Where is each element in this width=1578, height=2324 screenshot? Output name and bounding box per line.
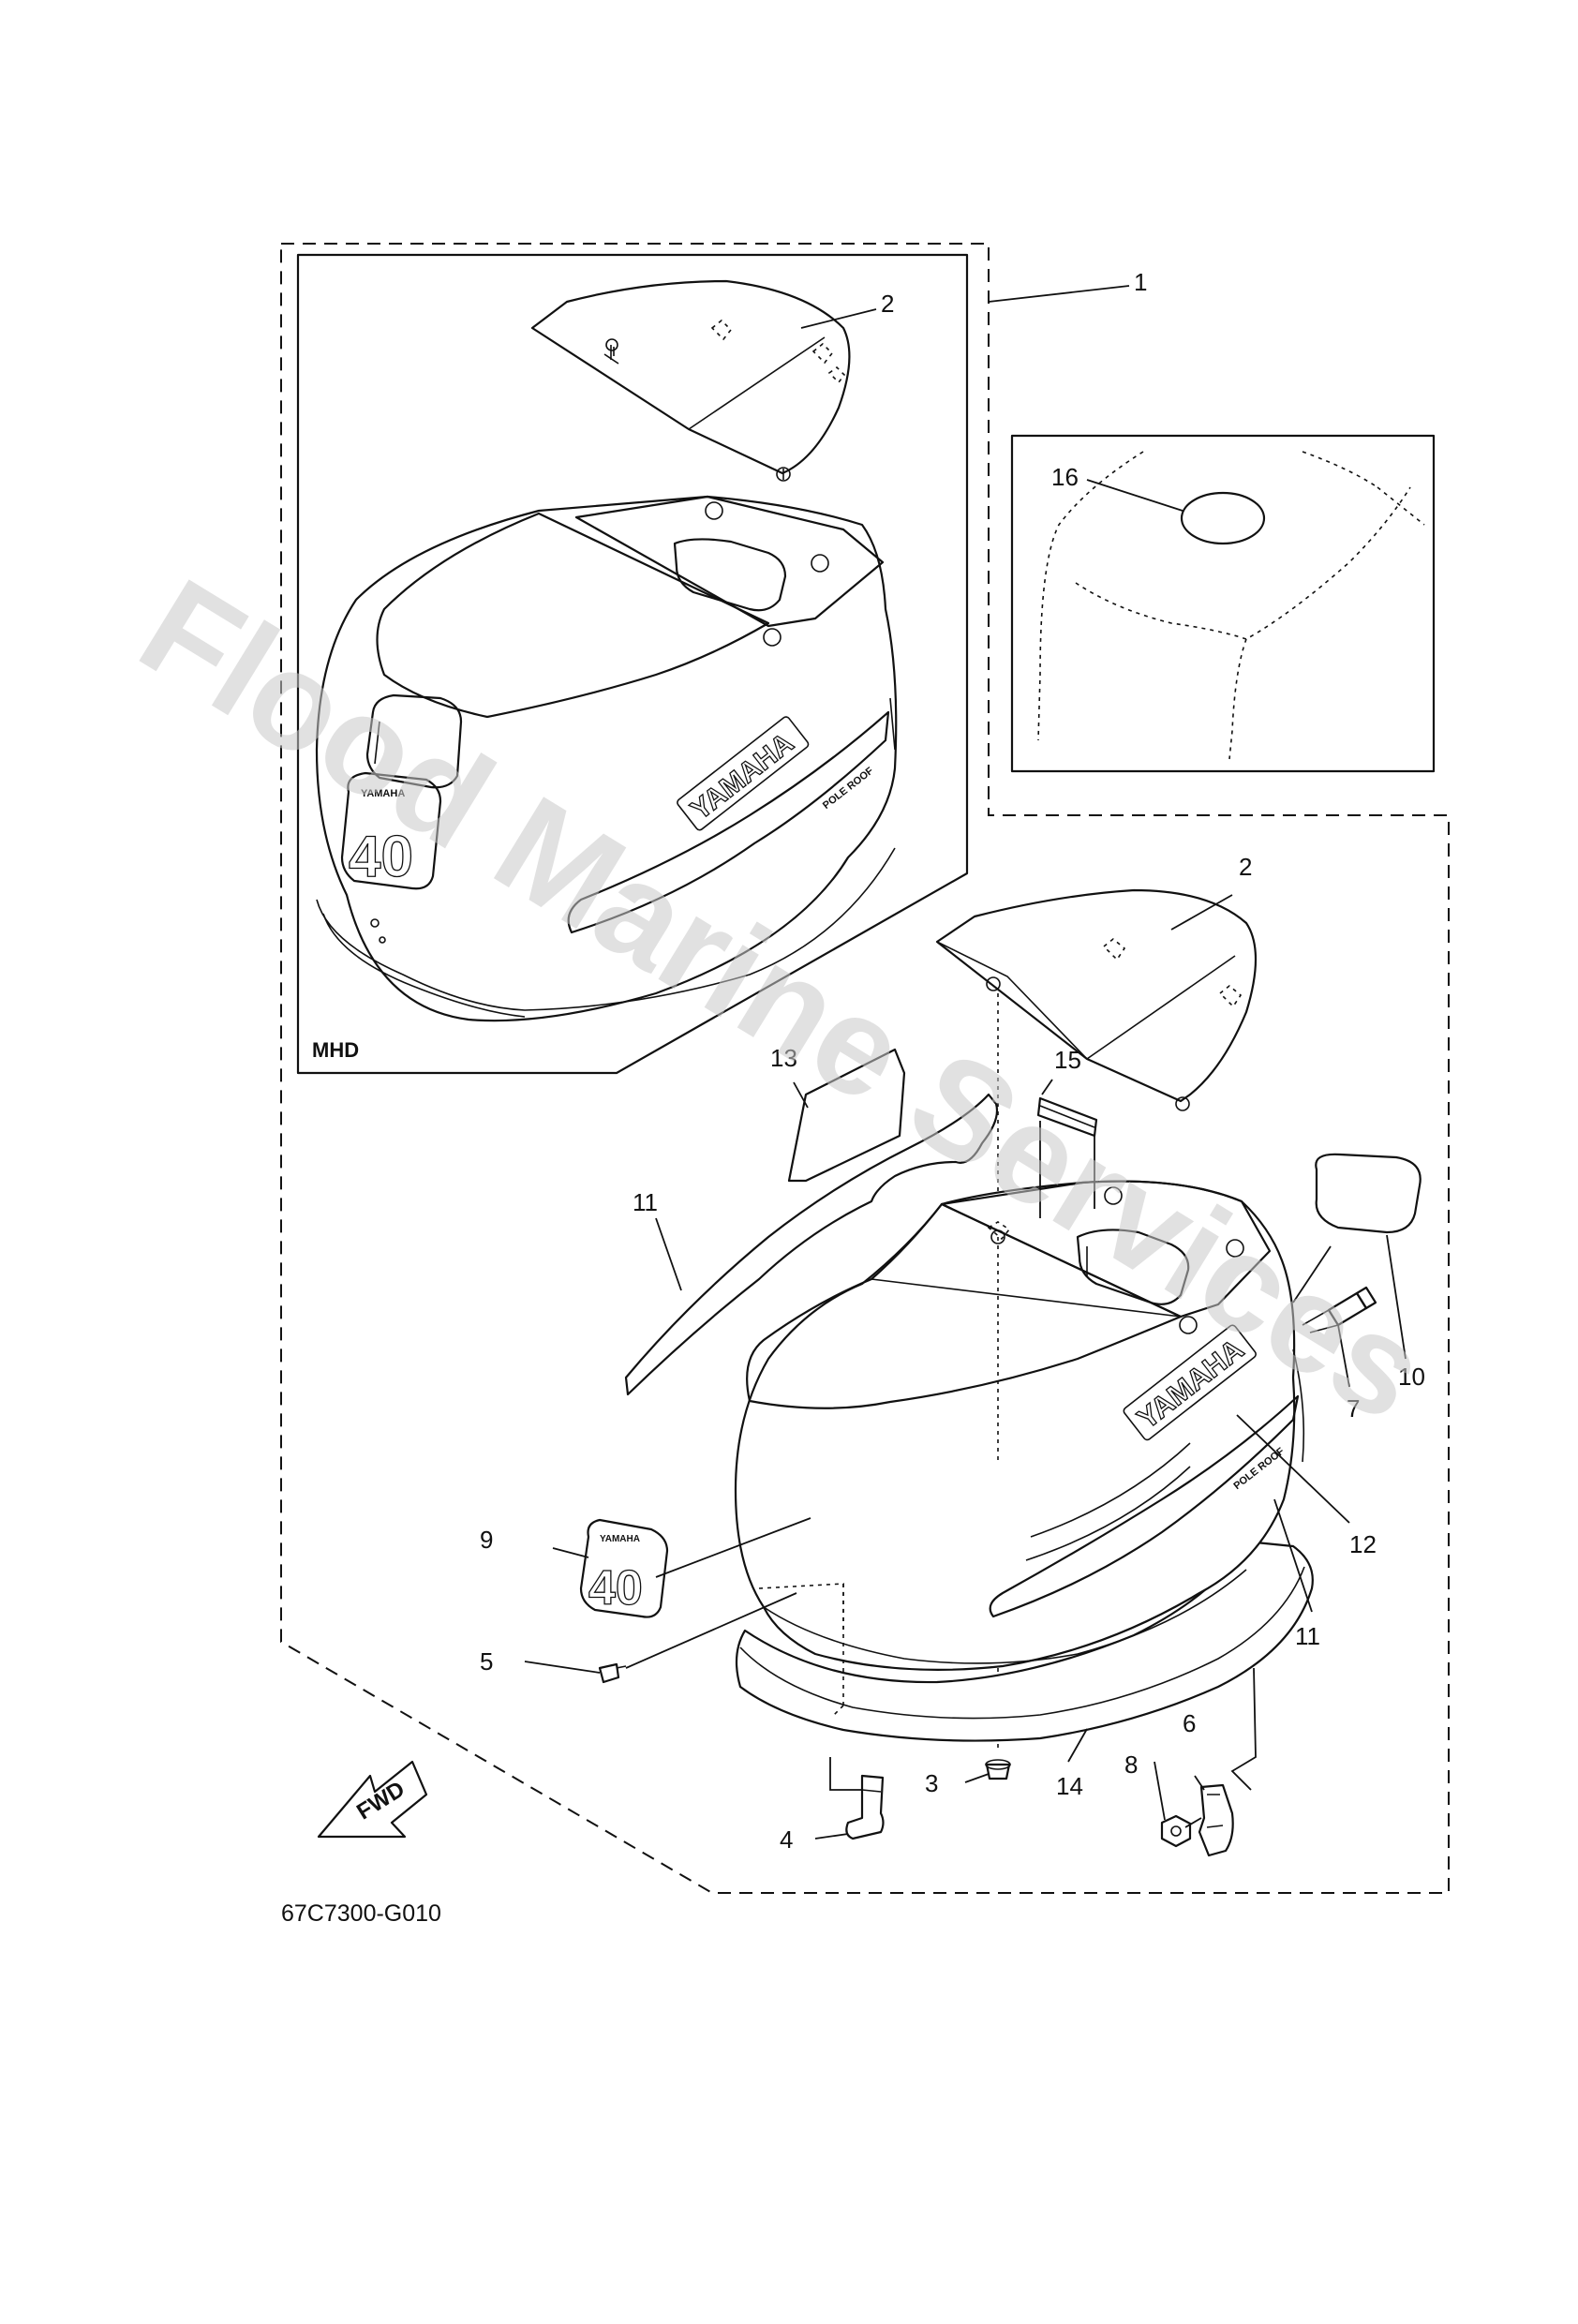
callout-1: 1 — [1134, 268, 1147, 296]
mhd-label: MHD — [312, 1038, 359, 1062]
callout-10: 10 — [1398, 1363, 1425, 1391]
callout-8: 8 — [1124, 1750, 1138, 1779]
part-6-bracket — [1198, 1783, 1234, 1857]
diagram-code: 67C7300-G010 — [281, 1900, 441, 1927]
svg-text:40: 40 — [588, 1561, 643, 1616]
inset-40-badge: 40 YAMAHA — [340, 771, 442, 890]
part-9-badge: 40 YAMAHA — [579, 1518, 669, 1618]
callout-11-lower: 11 — [1295, 1622, 1320, 1650]
callout-2-main: 2 — [1239, 853, 1252, 881]
callout-9: 9 — [480, 1526, 493, 1554]
mhd-inset: MHD — [296, 253, 969, 1075]
callout-13: 13 — [770, 1044, 797, 1072]
assembly-boundary — [280, 243, 1450, 1894]
svg-text:YAMAHA: YAMAHA — [600, 1534, 640, 1544]
svg-text:40: 40 — [349, 825, 413, 889]
inset-top-cowling: YAMAHA POLE ROOF 40 YAMAHA — [315, 495, 898, 1022]
part-4-bracket — [845, 1774, 885, 1840]
callout-6: 6 — [1183, 1709, 1196, 1737]
callout-12: 12 — [1349, 1530, 1377, 1558]
callout-4: 4 — [780, 1825, 793, 1854]
part-3-grommet — [985, 1759, 1011, 1780]
callout-14: 14 — [1056, 1772, 1083, 1800]
leader-lines — [524, 285, 1407, 1840]
callout-16: 16 — [1051, 463, 1079, 491]
main-vent-cover — [935, 888, 1258, 1111]
part-7-bolt — [1302, 1286, 1377, 1333]
callout-7: 7 — [1347, 1394, 1360, 1423]
callout-15: 15 — [1054, 1046, 1081, 1074]
fwd-arrow-icon: FWD — [317, 1760, 428, 1839]
callout-11-upper: 11 — [633, 1188, 658, 1216]
part-16-seal — [1180, 491, 1266, 545]
svg-text:YAMAHA: YAMAHA — [361, 788, 405, 799]
part-8-nut — [1160, 1814, 1192, 1848]
callout-3: 3 — [925, 1769, 938, 1797]
part-14-seal — [735, 1540, 1314, 1742]
part-13-sticker — [787, 1048, 906, 1183]
detail-box-16 — [1010, 434, 1436, 773]
part-11-decal-upper — [624, 1093, 999, 1396]
callout-2-inset: 2 — [881, 290, 894, 318]
inset-vent-cover — [530, 279, 851, 482]
part-10-panel — [1315, 1153, 1422, 1234]
main-top-cowling: YAMAHA POLE ROOF — [734, 1180, 1314, 1742]
part-5-screw — [598, 1662, 627, 1684]
callout-5: 5 — [480, 1647, 493, 1676]
